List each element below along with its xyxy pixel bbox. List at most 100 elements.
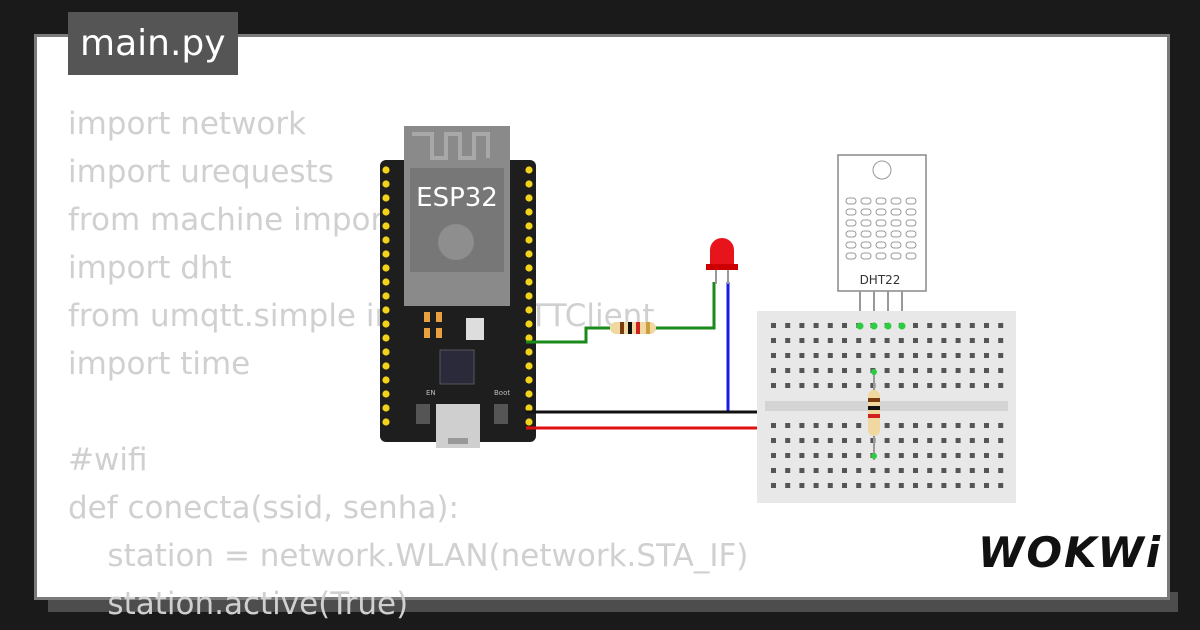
sensor-vent: [875, 241, 887, 249]
sensor-vent: [845, 219, 857, 227]
breadboard-hole: [856, 438, 862, 443]
breadboard-hole: [856, 483, 862, 488]
breadboard-hole: [785, 353, 791, 358]
sensor-vent: [845, 241, 857, 249]
breadboard-hole: [870, 383, 876, 388]
header-pin: [525, 208, 533, 216]
header-pin: [382, 236, 390, 244]
breadboard-hole: [870, 438, 876, 443]
header-pin: [525, 278, 533, 286]
sensor-vent: [905, 241, 917, 249]
breadboard-hole: [771, 368, 776, 373]
breadboard-hole: [884, 468, 890, 473]
breadboard-hole: [998, 383, 1004, 388]
breadboard-hole: [984, 468, 989, 473]
sensor-vent: [905, 219, 917, 227]
sensor-vent: [860, 252, 872, 260]
breadboard-hole: [984, 323, 989, 328]
sensor-vent: [890, 230, 902, 238]
breadboard-hole: [898, 368, 904, 373]
breadboard[interactable]: [757, 311, 1016, 503]
dht22-sensor[interactable]: DHT22: [837, 154, 927, 326]
espressif-logo-icon: [438, 224, 474, 260]
breadboard-hole: [884, 438, 890, 443]
breadboard-hole: [827, 438, 833, 443]
sensor-vent: [875, 252, 887, 260]
breadboard-hole: [913, 338, 918, 343]
connected-hole: [856, 322, 864, 330]
led-resistor[interactable]: [610, 322, 656, 334]
breadboard-hole: [955, 368, 961, 373]
breadboard-hole: [842, 468, 847, 473]
header-pin: [525, 418, 533, 426]
header-pin: [382, 264, 390, 272]
breadboard-hole: [969, 383, 975, 388]
breadboard-hole: [813, 353, 819, 358]
esp32-board[interactable]: ESP32 EN Boot: [380, 126, 536, 448]
breadboard-hole: [941, 383, 947, 388]
breadboard-hole: [984, 438, 989, 443]
code-line: import time: [68, 346, 251, 382]
breadboard-hole: [913, 383, 918, 388]
sensor-vent: [860, 219, 872, 227]
header-pin: [382, 418, 390, 426]
breadboard-hole: [827, 453, 833, 458]
file-tab[interactable]: main.py: [68, 12, 238, 75]
connected-hole: [884, 322, 892, 330]
breadboard-hole: [842, 338, 847, 343]
breadboard-hole: [969, 338, 975, 343]
boot-button[interactable]: [494, 404, 508, 424]
breadboard-hole: [842, 323, 847, 328]
breadboard-hole: [913, 468, 918, 473]
breadboard-hole: [785, 368, 791, 373]
code-editor: import network import urequests from mac…: [68, 100, 748, 628]
breadboard-hole: [771, 468, 776, 473]
breadboard-hole: [884, 423, 890, 428]
breadboard-hole: [927, 353, 933, 358]
breadboard-hole: [785, 323, 791, 328]
sensor-vent: [845, 208, 857, 216]
sensor-vent: [875, 230, 887, 238]
esp32-label: ESP32: [416, 183, 498, 213]
breadboard-hole: [884, 368, 890, 373]
breadboard-hole: [913, 323, 918, 328]
breadboard-hole: [870, 468, 876, 473]
breadboard-hole: [785, 453, 791, 458]
breadboard-hole: [856, 453, 862, 458]
breadboard-hole: [799, 483, 805, 488]
sensor-vent: [890, 208, 902, 216]
breadboard-hole: [842, 423, 847, 428]
breadboard-hole: [827, 423, 833, 428]
header-pin: [382, 390, 390, 398]
wire-green-led: [654, 282, 716, 330]
breadboard-hole: [856, 423, 862, 428]
breadboard-hole: [771, 438, 776, 443]
breadboard-hole: [955, 383, 961, 388]
sensor-vent: [860, 230, 872, 238]
breadboard-hole: [813, 368, 819, 373]
sensor-vent: [875, 219, 887, 227]
breadboard-hole: [955, 323, 961, 328]
breadboard-hole: [771, 353, 776, 358]
code-line: station.active(True): [68, 586, 409, 622]
breadboard-hole: [827, 323, 833, 328]
code-line: def conecta(ssid, senha):: [68, 490, 459, 526]
sensor-vent: [905, 208, 917, 216]
breadboard-hole: [785, 383, 791, 388]
en-button[interactable]: [416, 404, 430, 424]
header-pin: [525, 166, 533, 174]
breadboard-hole: [813, 323, 819, 328]
breadboard-hole: [785, 468, 791, 473]
pullup-resistor[interactable]: [868, 369, 880, 460]
led[interactable]: [706, 238, 738, 284]
header-pin: [382, 208, 390, 216]
breadboard-hole: [898, 423, 904, 428]
sensor-vent: [875, 208, 887, 216]
sensor-vent: [890, 252, 902, 260]
header-pin: [382, 362, 390, 370]
dht-label: DHT22: [860, 273, 901, 287]
breadboard-hole: [998, 453, 1004, 458]
breadboard-hole: [884, 353, 890, 358]
breadboard-hole: [998, 338, 1004, 343]
sensor-vent: [860, 197, 872, 205]
